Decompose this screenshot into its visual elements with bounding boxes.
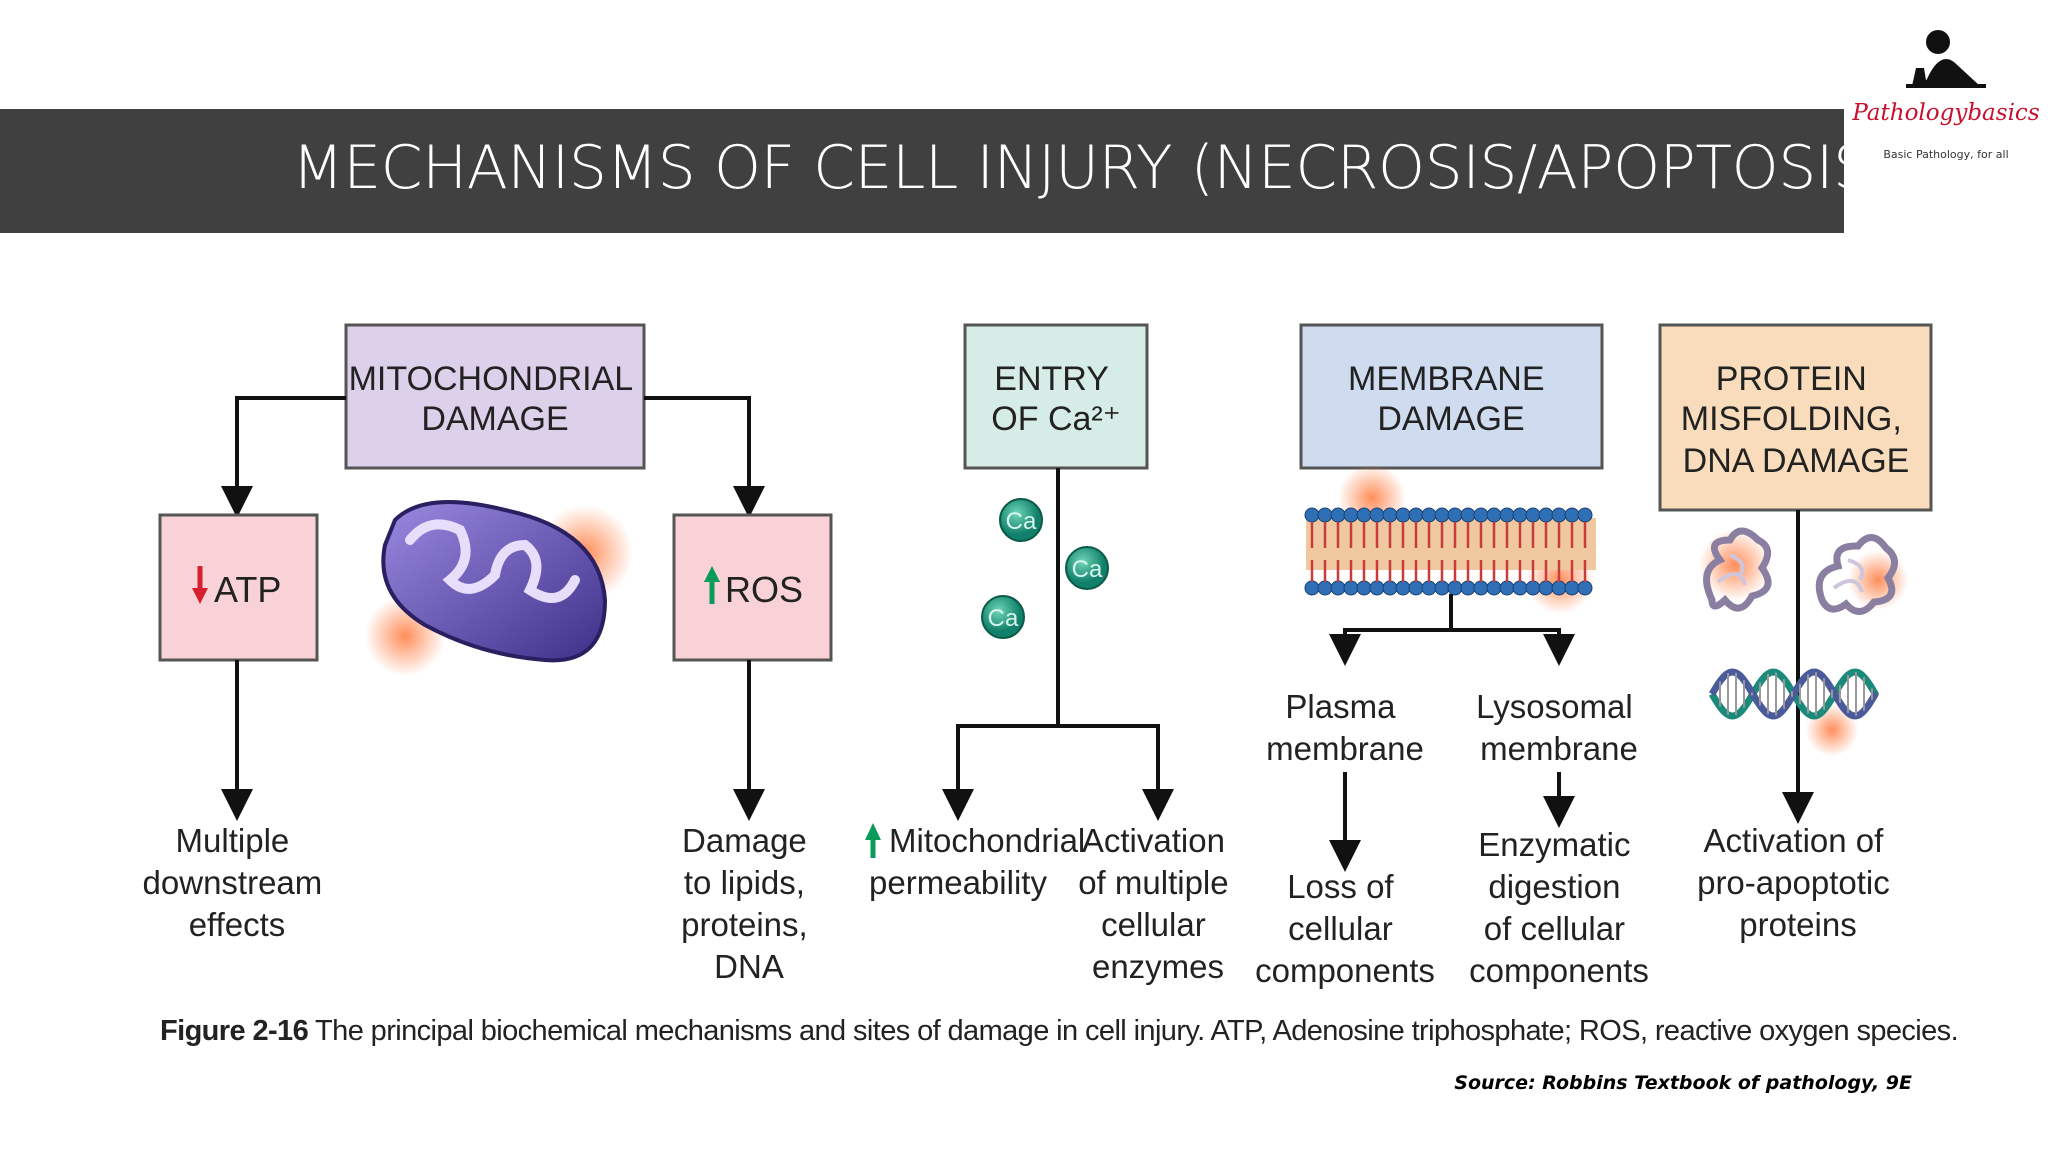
svg-text:MITOCHONDRIAL DAMAGE: MITOCHONDRIAL DAMAGE — [349, 360, 642, 438]
svg-text:Plasma membrane: Plasma membrane — [1266, 688, 1424, 767]
logo-name: Pathologybasics — [1852, 100, 2040, 126]
svg-text:Activation of pro-apopto: Activation of pro-apoptotic proteins — [1697, 822, 1899, 943]
protein-misfolding-box — [1658, 323, 1933, 512]
mito-box-line1: MITOCHONDRIAL — [349, 360, 633, 398]
svg-text:Lysosomal membrane: Lysosomal membrane — [1476, 688, 1642, 767]
dna-helix-icon — [1708, 668, 1880, 756]
plasma-effect-line1: Loss of — [1287, 868, 1394, 905]
lysosomal-effect-line2: digestion — [1488, 868, 1620, 905]
protein-branch: PROTEIN MISFOLDING, DNA DAMAGE Activatio… — [1658, 323, 1933, 943]
lysosomal-effect-line1: Enzymatic — [1478, 826, 1630, 863]
calcium-ion-icon: Ca — [999, 498, 1043, 542]
protein-effect-line2: pro-apoptotic — [1697, 864, 1890, 901]
logo: Pathologybasics Basic Pathology, for all — [1846, 18, 2046, 188]
atp-effect-line3: effects — [189, 906, 286, 943]
protein-box-line3: DNA DAMAGE — [1683, 442, 1910, 480]
calcium-effect2-line3: cellular — [1101, 906, 1206, 943]
membrane-damage-box — [1299, 323, 1604, 470]
slide-title: MECHANISMS OF CELL INJURY (NECROSIS/APOP… — [292, 133, 1894, 203]
calcium-effect1-line1: Mitochondrial — [889, 822, 1085, 859]
membrane-branch: MEMBRANE DAMAGE Plasma membrane Lysosoma… — [1255, 323, 1649, 989]
protein-effect-line1: Activation of — [1704, 822, 1885, 859]
atp-effect-line1: Multiple — [176, 822, 290, 859]
svg-text:permeability: permeability — [869, 864, 1047, 901]
svg-text:Loss of cellular c: Loss of cellular components — [1255, 868, 1435, 989]
calcium-effect1-line2: permeability — [869, 864, 1047, 901]
ros-effect-line2: to lipids, — [684, 864, 805, 901]
up-arrow-icon — [704, 566, 720, 604]
down-arrow-icon — [192, 566, 208, 604]
calcium-effect2-line2: of multiple — [1078, 864, 1228, 901]
calcium-entry-box — [963, 323, 1149, 470]
lysosomal-label-line1: Lysosomal — [1476, 688, 1633, 725]
calcium-ion-icon: Ca — [1065, 546, 1109, 590]
plasma-label-line2: membrane — [1266, 730, 1424, 767]
protein-box-line1: PROTEIN — [1716, 360, 1867, 398]
calcium-ion-icon: Ca — [981, 595, 1025, 639]
ros-label: ROS — [725, 569, 803, 610]
source-citation: Source: Robbins Textbook of pathology, 9… — [1454, 1072, 1912, 1094]
plasma-effect-line3: components — [1255, 952, 1435, 989]
ros-box — [672, 513, 833, 662]
calcium-effect2-line4: enzymes — [1092, 948, 1224, 985]
ca-ion-label-3: Ca — [988, 605, 1019, 632]
mito-box-line2: DAMAGE — [421, 400, 568, 438]
svg-text:PROTEIN MISFOLDING,: PROTEIN MISFOLDING, DNA DAMAGE — [1681, 360, 1911, 480]
ca-ion-label-2: Ca — [1072, 556, 1103, 583]
protein-box-line2: MISFOLDING, — [1681, 400, 1902, 438]
figure-caption: Figure 2-16 The principal biochemical me… — [160, 1015, 1959, 1048]
logo-tagline: Basic Pathology, for all — [1883, 148, 2009, 161]
title-bar — [0, 109, 1844, 233]
logo-person-microscope-icon — [1906, 30, 1986, 88]
ros-effect-line3: proteins, — [681, 906, 808, 943]
lysosomal-effect-line3: of cellular — [1484, 910, 1625, 947]
caption-text: The principal biochemical mechanisms and… — [308, 1015, 1959, 1047]
atp-box — [158, 513, 319, 662]
svg-text:Enzymatic digestion: Enzymatic digestion of cellular componen… — [1469, 826, 1649, 989]
lipid-bilayer-icon — [1304, 464, 1596, 614]
ros-effect-line1: Damage — [682, 822, 807, 859]
calcium-box-line2: OF Ca²⁺ — [991, 400, 1120, 438]
svg-text:Damage to lipids,: Damage to lipids, proteins, DNA — [681, 822, 817, 985]
atp-effect-line2: downstream — [143, 864, 323, 901]
calcium-branch: ENTRY OF Ca²⁺ Ca Ca Ca Mitochondrial per… — [865, 323, 1238, 985]
svg-text:MEMBRANE DAMAGE: MEMBRANE DAMAGE — [1348, 360, 1554, 438]
calcium-effect2-line1: Activation — [1082, 822, 1225, 859]
svg-text:ENTRY OF Ca²⁺: ENTRY OF Ca²⁺ — [991, 360, 1120, 438]
svg-text:Multiple downstream: Multiple downstream effects — [143, 822, 332, 943]
plasma-label-line1: Plasma — [1285, 688, 1396, 725]
caption-figure-number: Figure 2-16 — [160, 1015, 309, 1047]
svg-text:Mitochondrial: Mitochondrial — [889, 822, 1085, 859]
mitochondrion-icon — [365, 500, 633, 676]
cell-injury-diagram: MITOCHONDRIAL DAMAGE ATP ROS Multiple do… — [143, 323, 1933, 989]
svg-text:Activation of multiple: Activation of multiple cellular enzymes — [1078, 822, 1238, 985]
ros-effect-line4: DNA — [714, 948, 784, 985]
atp-label: ATP — [214, 569, 281, 610]
membrane-box-line1: MEMBRANE — [1348, 360, 1544, 398]
plasma-effect-line2: cellular — [1288, 910, 1393, 947]
ca-ion-label-1: Ca — [1006, 508, 1037, 535]
mito-branch: MITOCHONDRIAL DAMAGE ATP ROS Multiple do… — [143, 323, 833, 985]
calcium-box-line1: ENTRY — [994, 360, 1108, 398]
mito-damage-box — [344, 323, 646, 470]
misfolded-protein-icon — [1699, 527, 1772, 612]
misfolded-protein-icon — [1815, 534, 1908, 615]
up-arrow-icon — [865, 823, 881, 858]
lysosomal-effect-line4: components — [1469, 952, 1649, 989]
lysosomal-label-line2: membrane — [1480, 730, 1638, 767]
protein-effect-line3: proteins — [1739, 906, 1856, 943]
membrane-box-line2: DAMAGE — [1377, 400, 1524, 438]
